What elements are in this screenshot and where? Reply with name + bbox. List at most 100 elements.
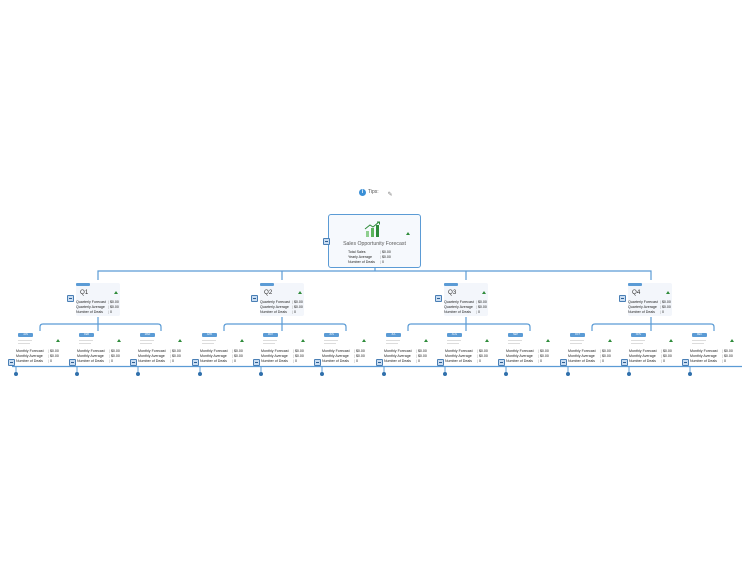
field-value[interactable]: $0.00 bbox=[110, 353, 120, 358]
collapse-caret-icon[interactable] bbox=[298, 291, 302, 294]
collapse-caret-icon[interactable] bbox=[240, 339, 244, 342]
field-value[interactable]: 0 bbox=[109, 309, 112, 314]
month-collapse-toggle[interactable] bbox=[130, 359, 137, 366]
collapse-caret-icon[interactable] bbox=[56, 339, 60, 342]
collapse-caret-icon[interactable] bbox=[482, 291, 486, 294]
field-value[interactable]: $0.00 bbox=[49, 348, 59, 353]
field-value[interactable]: $0.00 bbox=[417, 348, 427, 353]
field-value[interactable]: 0 bbox=[171, 358, 174, 363]
field-value[interactable]: $0.00 bbox=[477, 304, 487, 309]
month-collapse-toggle[interactable] bbox=[560, 359, 567, 366]
field-value[interactable]: $0.00 bbox=[478, 348, 488, 353]
field-value[interactable]: $0.00 bbox=[661, 299, 671, 304]
field-value[interactable]: $0.00 bbox=[49, 353, 59, 358]
month-collapse-toggle[interactable] bbox=[621, 359, 628, 366]
field-value[interactable]: $0.00 bbox=[294, 353, 304, 358]
field-value[interactable]: $0.00 bbox=[381, 249, 391, 254]
collapse-caret-icon[interactable] bbox=[301, 339, 305, 342]
field-value[interactable]: 0 bbox=[49, 358, 52, 363]
quarter-collapse-toggle[interactable] bbox=[251, 295, 258, 302]
field-value[interactable]: 0 bbox=[601, 358, 604, 363]
root-node-sales-opportunity-forecast[interactable]: Sales Opportunity Forecast Total Sales|$… bbox=[328, 214, 421, 268]
field-value[interactable]: 0 bbox=[355, 358, 358, 363]
field-value[interactable]: $0.00 bbox=[539, 348, 549, 353]
field-value[interactable]: $0.00 bbox=[478, 353, 488, 358]
pencil-icon[interactable]: ✎ bbox=[387, 191, 393, 198]
timeline-dot[interactable] bbox=[627, 372, 631, 376]
month-collapse-toggle[interactable] bbox=[314, 359, 321, 366]
field-value[interactable]: $0.00 bbox=[109, 304, 119, 309]
collapse-caret-icon[interactable] bbox=[608, 339, 612, 342]
collapse-caret-icon[interactable] bbox=[485, 339, 489, 342]
field-value[interactable]: 0 bbox=[294, 358, 297, 363]
timeline-dot[interactable] bbox=[382, 372, 386, 376]
field-value[interactable]: $0.00 bbox=[661, 304, 671, 309]
month-collapse-toggle[interactable] bbox=[682, 359, 689, 366]
field-value[interactable]: $0.00 bbox=[539, 353, 549, 358]
info-icon[interactable]: i bbox=[359, 188, 366, 196]
month-collapse-toggle[interactable] bbox=[192, 359, 199, 366]
month-collapse-toggle[interactable] bbox=[376, 359, 383, 366]
timeline-dot[interactable] bbox=[688, 372, 692, 376]
quarter-collapse-toggle[interactable] bbox=[67, 295, 74, 302]
timeline-dot[interactable] bbox=[14, 372, 18, 376]
field-value[interactable]: 0 bbox=[661, 309, 664, 314]
field-value[interactable]: $0.00 bbox=[601, 348, 611, 353]
timeline-dot[interactable] bbox=[566, 372, 570, 376]
field-value[interactable]: $0.00 bbox=[355, 353, 365, 358]
tips-bar[interactable]: i Tips: ✎ bbox=[359, 187, 393, 198]
quarter-node-q3[interactable]: Q3 Quarterly Forecast|$0.00 Quarterly Av… bbox=[444, 283, 488, 316]
field-value[interactable]: $0.00 bbox=[233, 353, 243, 358]
month-collapse-toggle[interactable] bbox=[69, 359, 76, 366]
collapse-caret-icon[interactable] bbox=[362, 339, 366, 342]
field-value[interactable]: $0.00 bbox=[110, 348, 120, 353]
field-value[interactable]: $0.00 bbox=[233, 348, 243, 353]
collapse-caret-icon[interactable] bbox=[178, 339, 182, 342]
field-value[interactable]: $0.00 bbox=[355, 348, 365, 353]
timeline-dot[interactable] bbox=[320, 372, 324, 376]
field-value[interactable]: $0.00 bbox=[601, 353, 611, 358]
timeline-dot[interactable] bbox=[136, 372, 140, 376]
field-value[interactable]: $0.00 bbox=[662, 353, 672, 358]
timeline-dot[interactable] bbox=[259, 372, 263, 376]
collapse-caret-icon[interactable] bbox=[406, 232, 410, 235]
field-value[interactable]: $0.00 bbox=[417, 353, 427, 358]
quarter-collapse-toggle[interactable] bbox=[619, 295, 626, 302]
quarter-collapse-toggle[interactable] bbox=[435, 295, 442, 302]
timeline-dot[interactable] bbox=[198, 372, 202, 376]
field-value[interactable]: 0 bbox=[477, 309, 480, 314]
month-collapse-toggle[interactable] bbox=[498, 359, 505, 366]
field-value[interactable]: $0.00 bbox=[662, 348, 672, 353]
field-value[interactable]: 0 bbox=[417, 358, 420, 363]
month-collapse-toggle[interactable] bbox=[253, 359, 260, 366]
root-collapse-toggle[interactable] bbox=[323, 238, 330, 245]
field-value[interactable]: $0.00 bbox=[477, 299, 487, 304]
collapse-caret-icon[interactable] bbox=[730, 339, 734, 342]
field-value[interactable]: $0.00 bbox=[723, 353, 733, 358]
timeline-dot[interactable] bbox=[443, 372, 447, 376]
field-value[interactable]: $0.00 bbox=[293, 299, 303, 304]
collapse-caret-icon[interactable] bbox=[666, 291, 670, 294]
quarter-node-q1[interactable]: Q1 Quarterly Forecast|$0.00 Quarterly Av… bbox=[76, 283, 120, 316]
collapse-caret-icon[interactable] bbox=[114, 291, 118, 294]
field-value[interactable]: $0.00 bbox=[171, 348, 181, 353]
timeline-dot[interactable] bbox=[504, 372, 508, 376]
timeline-dot[interactable] bbox=[75, 372, 79, 376]
field-value[interactable]: 0 bbox=[233, 358, 236, 363]
field-value[interactable]: $0.00 bbox=[109, 299, 119, 304]
field-value[interactable]: $0.00 bbox=[171, 353, 181, 358]
month-collapse-toggle[interactable] bbox=[437, 359, 444, 366]
field-value[interactable]: $0.00 bbox=[381, 254, 391, 259]
field-value[interactable]: 0 bbox=[381, 259, 384, 264]
field-value[interactable]: $0.00 bbox=[294, 348, 304, 353]
